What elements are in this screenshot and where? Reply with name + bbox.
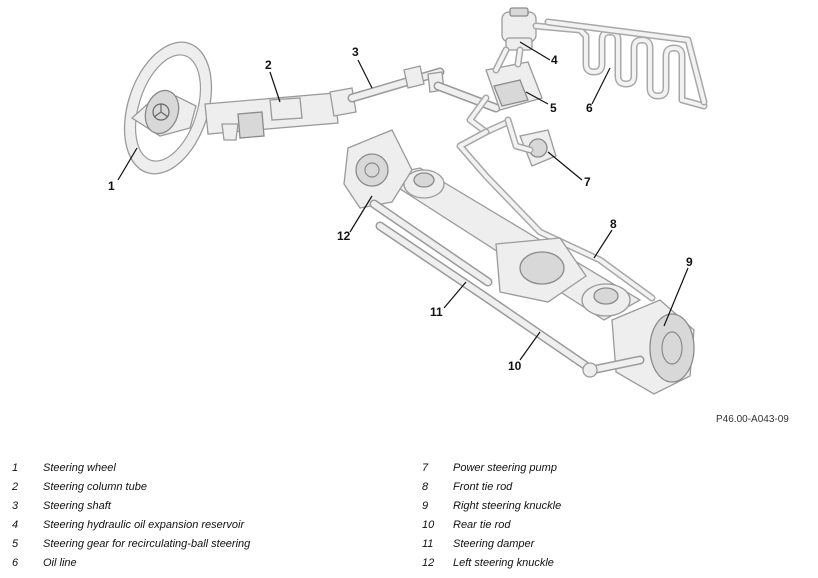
callout-12: 12	[337, 229, 351, 243]
leader-lines	[117, 41, 689, 361]
legend-item-label: Left steering knuckle	[453, 557, 554, 569]
callout-9: 9	[686, 255, 693, 269]
callout-7: 7	[584, 175, 591, 189]
legend-item-number: 2	[12, 481, 19, 493]
legend-item-label: Rear tie rod	[453, 519, 511, 531]
steering-gear-illustration	[466, 46, 543, 136]
legend-item-number: 4	[12, 519, 19, 531]
legend-item-number: 8	[422, 481, 429, 493]
legend-item-label: Steering wheel	[43, 462, 116, 474]
legend-item-number: 7	[422, 462, 429, 474]
callout-2: 2	[265, 58, 272, 72]
tie-rods-illustration	[369, 199, 645, 378]
legend-column-right: 7 Power steering pump 8 Front tie rod 9 Rig…	[422, 460, 802, 578]
legend-item-label: Steering column tube	[43, 481, 147, 493]
callout-3: 3	[352, 45, 359, 59]
legend-item-number: 1	[12, 462, 19, 474]
legend-item-number: 11	[422, 538, 434, 550]
legend-item-number: 10	[422, 519, 435, 531]
legend-item-label: Steering hydraulic oil expansion reservo…	[43, 519, 245, 531]
legend-item-label: Front tie rod	[453, 481, 513, 493]
callout-11: 11	[430, 305, 443, 319]
steering-column-tube-illustration	[204, 92, 339, 141]
steering-system-diagram: 1 2 3 4 5 6 7 8 9 10 11 12	[108, 7, 708, 395]
callout-1: 1	[108, 179, 115, 193]
power-steering-pump-illustration	[504, 116, 557, 167]
callout-8: 8	[610, 217, 617, 231]
legend-item-label: Right steering knuckle	[453, 500, 562, 512]
legend-item-number: 6	[12, 557, 19, 569]
legend-item-label: Steering damper	[453, 538, 535, 550]
legend-item-label: Oil line	[43, 557, 77, 569]
legend-item-label: Power steering pump	[453, 462, 557, 474]
oil-line-illustration	[532, 18, 708, 110]
front-axle-illustration	[378, 167, 642, 321]
right-steering-knuckle-illustration	[611, 299, 695, 395]
legend-item-number: 5	[12, 538, 19, 550]
callout-6: 6	[586, 101, 593, 115]
legend-item-number: 3	[12, 500, 19, 512]
left-steering-knuckle-illustration	[343, 129, 413, 209]
steering-wheel-illustration	[123, 41, 213, 175]
legend-item-number: 12	[422, 557, 435, 569]
callout-10: 10	[508, 359, 522, 373]
oil-line-lower-illustration	[456, 128, 656, 302]
legend-item-number: 9	[422, 500, 429, 512]
legend-item-label: Steering shaft	[43, 500, 111, 512]
callout-5: 5	[550, 101, 557, 115]
steering-shaft-illustration	[329, 65, 501, 117]
figure-reference-code: P46.00-A043-09	[716, 414, 789, 425]
legend-item-label: Steering gear for recirculating-ball ste…	[43, 538, 251, 550]
callout-4: 4	[551, 53, 558, 67]
expansion-reservoir-illustration	[501, 7, 537, 51]
